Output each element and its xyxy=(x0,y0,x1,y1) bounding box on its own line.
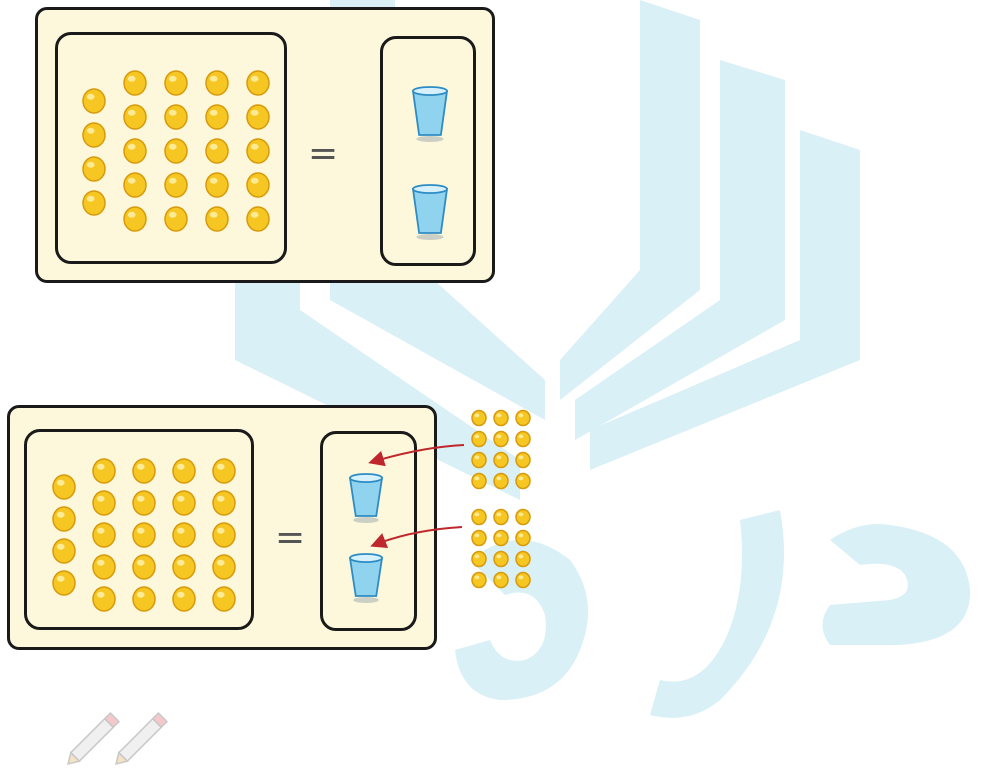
counter-icon xyxy=(53,507,75,531)
equals-sign: = xyxy=(275,520,305,556)
counter-icon xyxy=(83,157,105,181)
counter-icon xyxy=(213,523,235,547)
counter-icon xyxy=(206,105,228,129)
counter-icon xyxy=(173,523,195,547)
counter-icon xyxy=(83,123,105,147)
pencil-icon xyxy=(112,713,167,768)
counter-grid xyxy=(27,432,257,633)
counter-icon xyxy=(494,573,508,588)
counter-icon xyxy=(53,571,75,595)
counter-icon xyxy=(133,491,155,515)
counter-icon xyxy=(494,474,508,489)
counter-icon xyxy=(133,587,155,611)
counter-grid xyxy=(58,35,290,267)
counter-icon xyxy=(213,491,235,515)
example-1-panel: = xyxy=(35,7,495,283)
counter-icon xyxy=(124,173,146,197)
counter-icon xyxy=(124,105,146,129)
counter-icon xyxy=(516,510,530,525)
counter-icon xyxy=(93,555,115,579)
counter-icon xyxy=(165,71,187,95)
counter-icon xyxy=(516,474,530,489)
counter-icon xyxy=(247,173,269,197)
counter-icon xyxy=(124,139,146,163)
counter-icon xyxy=(472,552,486,567)
watermark-letter-dal xyxy=(823,524,971,645)
counter-icon xyxy=(213,459,235,483)
counter-icon xyxy=(494,411,508,426)
counter-icon xyxy=(93,491,115,515)
counter-icon xyxy=(133,555,155,579)
counter-icon xyxy=(165,173,187,197)
counter-icon xyxy=(494,531,508,546)
counter-icon xyxy=(133,523,155,547)
counter-icon xyxy=(516,573,530,588)
cup-icon xyxy=(350,474,382,523)
counter-icon xyxy=(472,432,486,447)
counter-icon xyxy=(494,510,508,525)
counter-icon xyxy=(53,475,75,499)
watermark-letter-ra xyxy=(650,510,784,718)
counter-icon xyxy=(516,432,530,447)
counter-icon xyxy=(472,411,486,426)
counter-icon xyxy=(472,510,486,525)
cup-icon xyxy=(413,87,447,142)
counter-icon xyxy=(494,432,508,447)
counter-icon xyxy=(165,139,187,163)
counter-icon xyxy=(206,139,228,163)
cup-icon xyxy=(413,185,447,240)
counter-icon xyxy=(516,552,530,567)
counter-icon xyxy=(93,459,115,483)
counter-icon xyxy=(165,207,187,231)
counter-icon xyxy=(247,105,269,129)
equals-sign: = xyxy=(308,136,338,172)
counter-icon xyxy=(247,71,269,95)
counter-icon xyxy=(472,474,486,489)
counter-icon xyxy=(516,453,530,468)
counter-icon xyxy=(213,555,235,579)
cup-group-box xyxy=(380,36,476,266)
example-2-panel: = xyxy=(7,405,437,650)
counter-icon xyxy=(206,173,228,197)
counter-icon xyxy=(516,531,530,546)
counter-icon xyxy=(247,139,269,163)
counter-icon xyxy=(173,587,195,611)
counter-icon xyxy=(494,552,508,567)
counter-group-box xyxy=(55,32,287,264)
cup-icon xyxy=(350,554,382,603)
counter-icon xyxy=(173,491,195,515)
cup-stack xyxy=(323,434,420,634)
counter-icon xyxy=(472,573,486,588)
counter-icon xyxy=(247,207,269,231)
cup-group-box xyxy=(320,431,417,631)
pencil-icon xyxy=(64,713,119,768)
counter-icon xyxy=(516,411,530,426)
counter-icon xyxy=(124,71,146,95)
counter-icon xyxy=(53,539,75,563)
pencil-icons xyxy=(60,712,180,768)
loose-counters-with-arrows xyxy=(462,405,552,595)
counter-icon xyxy=(494,453,508,468)
counter-icon xyxy=(173,555,195,579)
counter-icon xyxy=(93,587,115,611)
counter-icon xyxy=(213,587,235,611)
counter-icon xyxy=(83,89,105,113)
counter-icon xyxy=(472,453,486,468)
cup-stack xyxy=(383,39,479,269)
counter-group-box xyxy=(24,429,254,630)
counter-icon xyxy=(83,191,105,215)
counter-icon xyxy=(206,71,228,95)
counter-icon xyxy=(124,207,146,231)
counter-icon xyxy=(93,523,115,547)
counter-icon xyxy=(133,459,155,483)
counter-icon xyxy=(206,207,228,231)
counter-icon xyxy=(173,459,195,483)
counter-icon xyxy=(165,105,187,129)
counter-icon xyxy=(472,531,486,546)
